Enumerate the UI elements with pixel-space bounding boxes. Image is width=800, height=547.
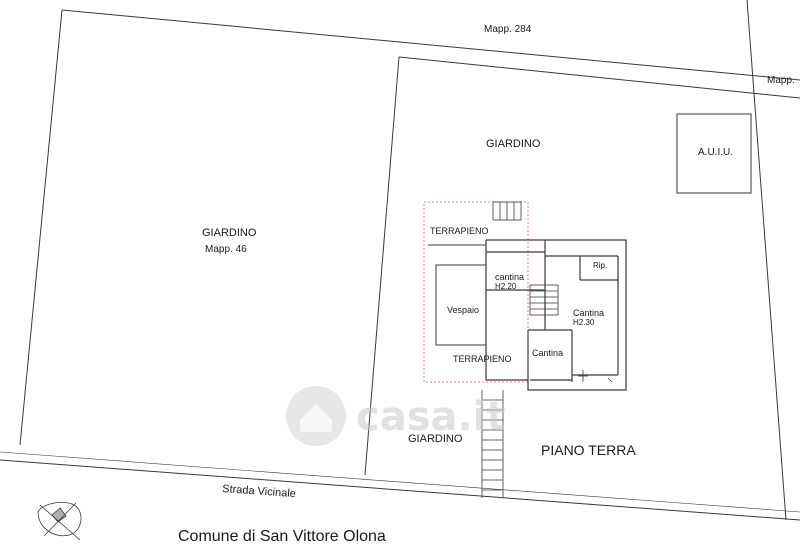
plot-boundaries xyxy=(0,0,800,521)
watermark-text: casa.it xyxy=(356,394,506,440)
south-stairs xyxy=(481,390,504,498)
label-piano-terra: PIANO TERRA xyxy=(541,442,636,458)
label-comune: Comune di San Vittore Olona xyxy=(178,528,386,545)
label-cantina-2-height: H2.30 xyxy=(573,318,595,327)
label-vespaio: Vespaio xyxy=(447,305,479,315)
label-cantina-1: cantina xyxy=(495,272,524,282)
north-arrow-icon xyxy=(37,502,82,541)
interior-stairs xyxy=(529,284,559,316)
label-mapp-284: Mapp. 284 xyxy=(484,24,532,35)
label-cantina-2: Cantina xyxy=(573,308,604,318)
label-mapp-right: Mapp. xyxy=(767,75,795,86)
label-mapp-46: Mapp. 46 xyxy=(205,244,247,255)
terrapieno-outline xyxy=(423,201,529,383)
label-rip: Rip. xyxy=(593,261,607,270)
label-terrapieno-top: TERRAPIENO xyxy=(430,226,489,236)
label-giardino-bottom: GIARDINO xyxy=(408,433,463,445)
label-cantina-3: Cantina xyxy=(532,348,563,358)
watermark: casa.it xyxy=(286,386,506,446)
auiu-building xyxy=(676,113,752,194)
label-strada-vicinale: Strada Vicinale xyxy=(222,483,296,500)
fixture-marks xyxy=(578,370,613,383)
label-giardino-top: GIARDINO xyxy=(486,138,541,150)
label-cantina-1-height: H2.20 xyxy=(495,282,517,291)
top-stairs xyxy=(492,201,522,221)
label-giardino-left: GIARDINO xyxy=(202,227,257,239)
label-auiu: A.U.I.U. xyxy=(698,147,733,158)
label-terrapieno-bottom: TERRAPIENO xyxy=(453,354,512,364)
vespaio-area xyxy=(428,244,487,346)
